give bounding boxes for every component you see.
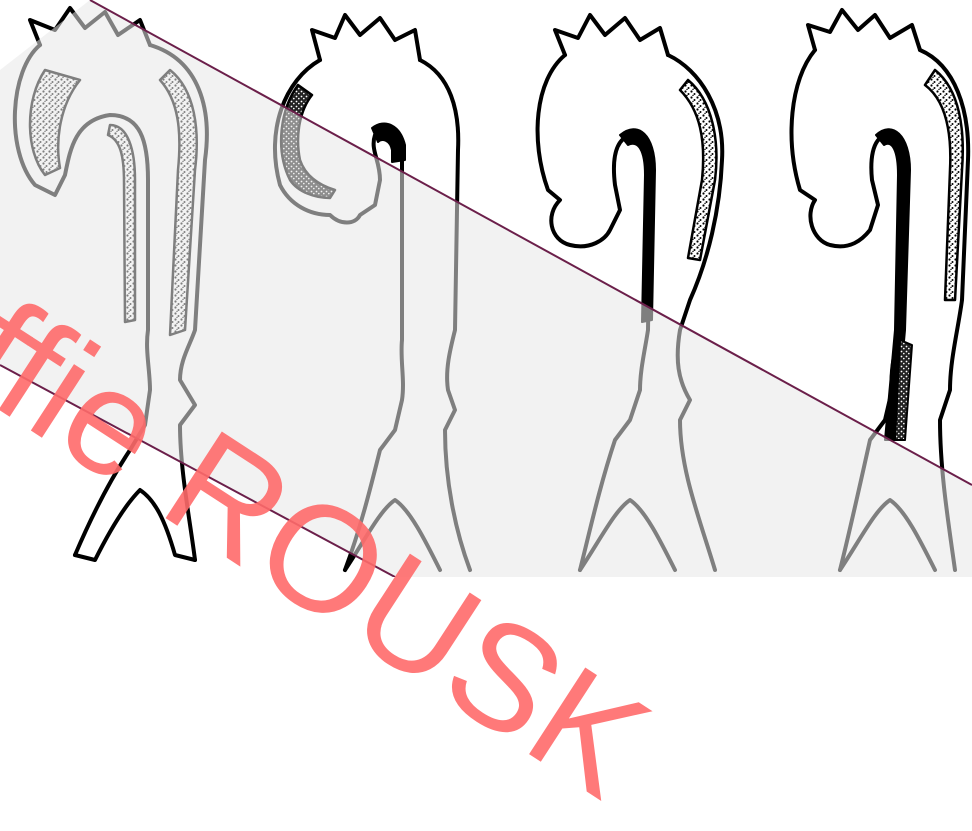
aortic-dissection-diagram	[0, 0, 972, 577]
watermark-band	[0, 0, 972, 577]
